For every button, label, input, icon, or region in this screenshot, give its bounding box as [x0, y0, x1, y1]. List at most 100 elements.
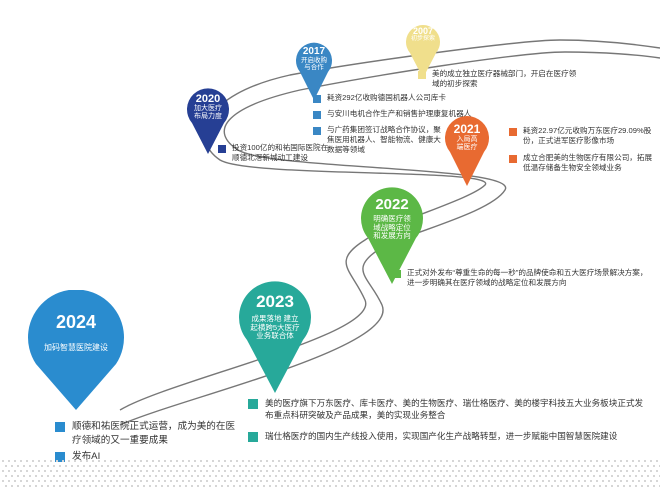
- dot-mark: [395, 475, 397, 477]
- dot-mark: [647, 485, 649, 487]
- dot-mark: [383, 475, 385, 477]
- dot-mark: [491, 465, 493, 467]
- dot-mark: [455, 475, 457, 477]
- dot-mark: [566, 470, 568, 472]
- dot-mark: [638, 480, 640, 482]
- dot-mark: [128, 480, 130, 482]
- dot-mark: [86, 470, 88, 472]
- dot-mark: [74, 460, 76, 462]
- dot-mark: [62, 470, 64, 472]
- dot-mark: [440, 470, 442, 472]
- milestone-2017-pin: 2017 开启收购与合作: [294, 40, 334, 102]
- dot-mark: [269, 475, 271, 477]
- dot-mark: [77, 485, 79, 487]
- dot-mark: [554, 460, 556, 462]
- dot-mark: [467, 465, 469, 467]
- dot-mark: [533, 475, 535, 477]
- dot-mark: [590, 470, 592, 472]
- dot-mark: [50, 470, 52, 472]
- dot-mark: [569, 465, 571, 467]
- dot-mark: [377, 475, 379, 477]
- dot-mark: [347, 475, 349, 477]
- dot-mark: [116, 470, 118, 472]
- dot-mark: [530, 470, 532, 472]
- dot-mark: [578, 480, 580, 482]
- dot-mark: [617, 465, 619, 467]
- dot-mark: [347, 485, 349, 487]
- dot-mark: [485, 465, 487, 467]
- dot-mark: [161, 465, 163, 467]
- dot-mark: [425, 485, 427, 487]
- dot-mark: [71, 475, 73, 477]
- dot-mark: [140, 470, 142, 472]
- dot-mark: [14, 470, 16, 472]
- dot-mark: [53, 485, 55, 487]
- dot-mark: [527, 465, 529, 467]
- dot-mark: [467, 485, 469, 487]
- dot-mark: [380, 480, 382, 482]
- dot-mark: [230, 460, 232, 462]
- dot-mark: [416, 480, 418, 482]
- dot-mark: [197, 465, 199, 467]
- dot-mark: [284, 460, 286, 462]
- bullet-square-icon: [218, 145, 226, 153]
- dot-mark: [65, 465, 67, 467]
- dot-mark: [479, 485, 481, 487]
- dot-mark: [197, 485, 199, 487]
- milestone-title: 开启收购与合作: [301, 57, 327, 72]
- dot-mark: [503, 475, 505, 477]
- dot-mark: [350, 460, 352, 462]
- dot-mark: [2, 480, 4, 482]
- dot-mark: [113, 475, 115, 477]
- dot-mark: [140, 460, 142, 462]
- dot-mark: [383, 485, 385, 487]
- dot-mark: [410, 460, 412, 462]
- dot-mark: [431, 465, 433, 467]
- dot-mark: [119, 465, 121, 467]
- dot-mark: [515, 485, 517, 487]
- dot-mark: [512, 460, 514, 462]
- dot-mark: [107, 485, 109, 487]
- dot-mark: [23, 475, 25, 477]
- dot-mark: [245, 465, 247, 467]
- dot-mark: [419, 475, 421, 477]
- dot-mark: [122, 480, 124, 482]
- dot-mark: [293, 475, 295, 477]
- dot-mark: [482, 460, 484, 462]
- dot-mark: [200, 470, 202, 472]
- dot-mark: [47, 475, 49, 477]
- dot-mark: [410, 480, 412, 482]
- dot-mark: [479, 465, 481, 467]
- pin-shape-icon: [239, 281, 311, 393]
- dot-mark: [443, 465, 445, 467]
- dot-mark: [296, 460, 298, 462]
- dot-mark: [458, 460, 460, 462]
- dot-mark: [557, 485, 559, 487]
- dot-mark: [404, 470, 406, 472]
- dot-mark: [422, 480, 424, 482]
- milestone-2023-pin: 2023 成果落地 建立起横跨5大医疗业务联合体: [238, 280, 312, 395]
- dot-mark: [296, 470, 298, 472]
- dot-mark: [542, 480, 544, 482]
- dot-mark: [110, 470, 112, 472]
- dot-mark: [173, 485, 175, 487]
- dot-mark: [62, 480, 64, 482]
- dot-mark: [269, 465, 271, 467]
- dot-mark: [614, 480, 616, 482]
- dot-mark: [41, 475, 43, 477]
- dot-mark: [524, 460, 526, 462]
- dot-mark: [329, 485, 331, 487]
- dot-mark: [503, 465, 505, 467]
- dot-mark: [536, 460, 538, 462]
- dot-mark: [173, 465, 175, 467]
- dot-mark: [497, 485, 499, 487]
- dot-mark: [80, 460, 82, 462]
- dot-mark: [482, 480, 484, 482]
- dot-mark: [401, 475, 403, 477]
- dot-mark: [497, 465, 499, 467]
- dot-mark: [5, 485, 7, 487]
- dot-mark: [158, 470, 160, 472]
- dot-mark: [242, 470, 244, 472]
- dot-mark: [134, 470, 136, 472]
- dot-mark: [200, 480, 202, 482]
